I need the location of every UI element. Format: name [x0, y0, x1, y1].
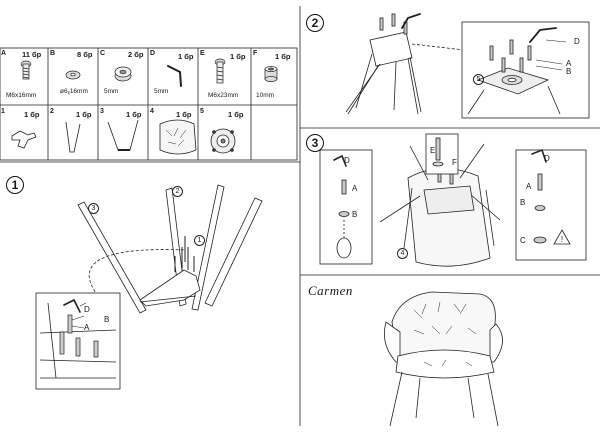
hardware-size: ø6ᵪ16mm: [60, 88, 88, 95]
long-bolt-icon: [214, 58, 226, 84]
svg-text:!: !: [561, 235, 563, 244]
allen-key-icon: [167, 65, 182, 87]
label-b: B: [520, 198, 526, 207]
label-d: D: [344, 156, 350, 165]
hardware-code: E: [200, 50, 205, 57]
hardware-count: 2 бр: [128, 50, 144, 59]
part-count: 1 бр: [126, 110, 142, 119]
part-code: 1: [1, 108, 5, 115]
label-e: E: [430, 146, 436, 155]
hardware-code: B: [50, 50, 56, 57]
step-3-badge: 3: [306, 134, 324, 152]
spacer-icon: [114, 66, 132, 82]
hardware-count: 1 бр: [275, 52, 291, 61]
part-code: 2: [50, 108, 54, 115]
hardware-code: F: [253, 50, 258, 57]
hardware-size: 10mm: [256, 92, 275, 99]
part-code: 3: [100, 108, 104, 115]
label-a: A: [566, 59, 572, 68]
step-2-badge: 2: [306, 14, 324, 32]
label-d: D: [574, 37, 580, 46]
cross-bracket-icon: [11, 130, 37, 149]
label-d: D: [544, 154, 550, 163]
swivel-plate-icon: [210, 128, 236, 154]
hardware-size: M6x23mm: [208, 92, 239, 99]
label-b: B: [566, 67, 572, 76]
hardware-code: A: [1, 50, 7, 57]
callout-front-leg: 2: [172, 186, 183, 197]
label-a: A: [84, 323, 90, 332]
part-count: 1 бр: [76, 110, 92, 119]
hardware-size: 5mm: [104, 88, 119, 95]
hardware-code: C: [100, 50, 106, 57]
hardware-count: 11 бр: [22, 50, 42, 59]
hardware-count: 1 бр: [178, 52, 194, 61]
label-b: B: [104, 315, 110, 324]
seat-icon: [159, 119, 197, 155]
front-leg-icon: [65, 121, 81, 153]
callout-bracket: 1: [194, 235, 205, 246]
hardware-count: 8 бр: [77, 50, 93, 59]
hardware-count: 1 бр: [230, 52, 246, 61]
label-b: B: [352, 210, 358, 219]
step-1-badge: 1: [6, 176, 24, 194]
label-d: D: [84, 305, 90, 314]
label-a: A: [526, 182, 532, 191]
chair-drawing: [383, 291, 503, 427]
callout-seat: 4: [397, 248, 408, 259]
label-a: A: [352, 184, 358, 193]
hardware-size: M6x16mm: [6, 92, 37, 99]
part-count: 1 бр: [176, 110, 192, 119]
callout-rear-leg: 3: [88, 203, 99, 214]
rear-leg-icon: [107, 119, 139, 151]
cap-icon: [264, 66, 278, 82]
part-count: 1 бр: [24, 110, 40, 119]
part-code: 4: [150, 108, 154, 115]
part-count: 1 бр: [228, 110, 244, 119]
part-code: 5: [200, 108, 204, 115]
callout-swivel-plate: 5: [473, 74, 484, 85]
bolt-icon: [20, 60, 32, 80]
label-c: C: [520, 236, 526, 245]
washer-icon: [65, 70, 81, 80]
label-f: F: [452, 158, 457, 167]
hardware-code: D: [150, 50, 156, 57]
model-name: Carmen: [308, 283, 353, 298]
hardware-size: 5mm: [154, 88, 169, 95]
